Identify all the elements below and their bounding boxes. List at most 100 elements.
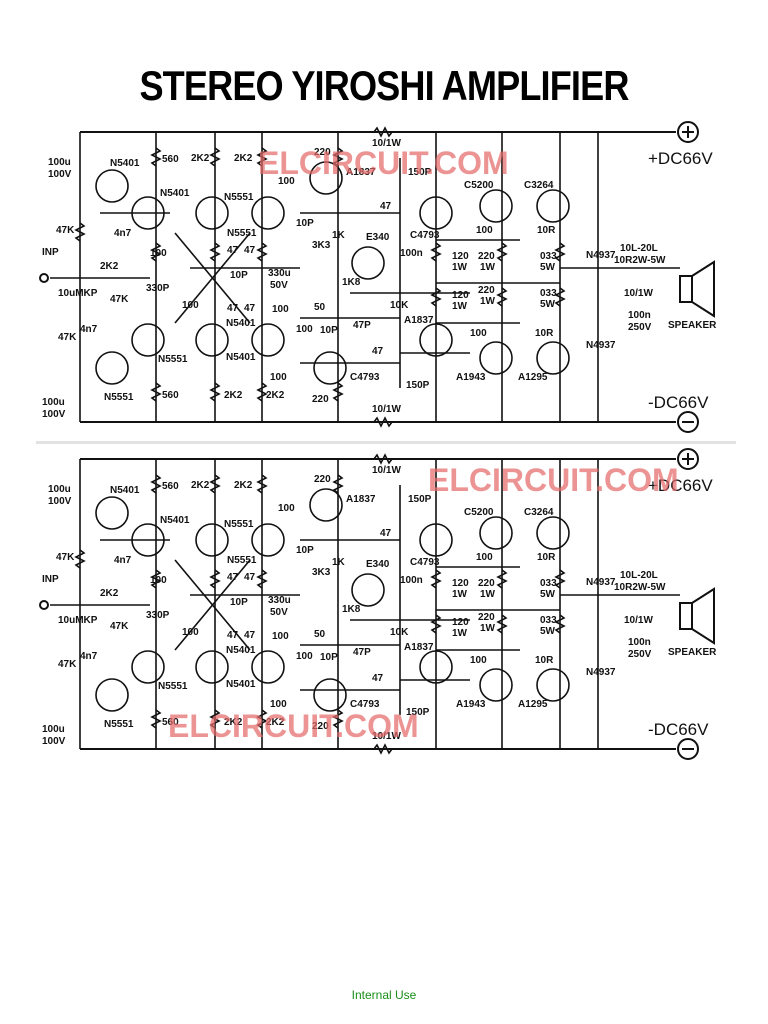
svg-text:C5200: C5200 [464,180,494,191]
svg-text:47: 47 [380,201,392,212]
svg-text:10P: 10P [296,545,314,556]
positive-terminal-icon [677,448,699,470]
svg-text:47K: 47K [58,659,77,670]
svg-text:330P: 330P [146,283,170,294]
svg-text:10/1W: 10/1W [372,404,401,415]
svg-text:100V: 100V [42,736,66,747]
svg-text:10/1W: 10/1W [372,731,401,742]
svg-text:50V: 50V [270,280,288,291]
speaker-icon [679,260,715,318]
svg-text:4n7: 4n7 [80,324,98,335]
svg-text:47P: 47P [353,647,371,658]
svg-text:N5551: N5551 [227,228,257,239]
svg-text:N4937: N4937 [586,340,616,351]
svg-text:330u: 330u [268,268,291,279]
svg-text:10R: 10R [535,655,554,666]
svg-text:A1837: A1837 [404,642,434,653]
svg-text:1W: 1W [452,262,468,273]
svg-text:N5401: N5401 [160,515,190,526]
svg-text:10R: 10R [535,328,554,339]
svg-text:2K2: 2K2 [191,480,210,491]
svg-text:10R: 10R [537,225,556,236]
svg-text:47: 47 [244,303,256,314]
svg-text:220: 220 [478,251,495,262]
svg-text:1W: 1W [452,589,468,600]
svg-text:2K2: 2K2 [191,153,210,164]
svg-text:150P: 150P [408,167,432,178]
svg-text:1W: 1W [480,623,496,634]
svg-text:10P: 10P [320,652,338,663]
svg-text:4n7: 4n7 [114,555,132,566]
svg-text:C3264: C3264 [524,180,554,191]
footer-label: Internal Use [351,988,417,1002]
svg-text:10R: 10R [537,552,556,563]
component-labels: 100u 100V N5401 560 N5401 2K2 2K2 N5551 … [42,465,717,747]
svg-text:100: 100 [296,324,313,335]
svg-text:100: 100 [182,627,199,638]
svg-text:50V: 50V [270,607,288,618]
svg-text:100: 100 [150,248,167,259]
svg-text:47: 47 [227,303,239,314]
svg-text:1K8: 1K8 [342,277,361,288]
svg-text:10R2W-5W: 10R2W-5W [614,255,666,266]
svg-text:560: 560 [162,481,179,492]
svg-text:N4937: N4937 [586,577,616,588]
svg-text:033: 033 [540,615,557,626]
svg-text:N5401: N5401 [160,188,190,199]
svg-text:E340: E340 [366,232,390,243]
svg-text:100V: 100V [48,496,72,507]
component-labels: 100u 100V N5401 560 N5401 2K2 2K2 N5551 … [42,138,717,420]
svg-text:1W: 1W [480,589,496,600]
svg-text:N5551: N5551 [158,681,188,692]
svg-text:250V: 250V [628,649,652,660]
svg-text:10R2W-5W: 10R2W-5W [614,582,666,593]
svg-text:C4793: C4793 [410,557,440,568]
svg-text:C4793: C4793 [350,372,380,383]
speaker-icon [679,587,715,645]
svg-text:-DC66V: -DC66V [648,720,709,739]
resistor-symbols [74,126,566,428]
amplifier-schematic-bottom: 100u 100V N5401 560 N5401 2K2 2K2 N5551 … [39,448,717,760]
svg-text:E340: E340 [366,559,390,570]
svg-text:A1837: A1837 [346,494,376,505]
svg-text:1W: 1W [452,301,468,312]
svg-text:100u: 100u [48,157,71,168]
svg-text:47: 47 [244,572,256,583]
svg-text:47: 47 [244,630,256,641]
positive-terminal-icon [677,121,699,143]
svg-text:100: 100 [476,552,493,563]
svg-text:10P: 10P [320,325,338,336]
svg-text:47: 47 [227,630,239,641]
wiring [50,121,699,433]
svg-text:C5200: C5200 [464,507,494,518]
svg-text:10P: 10P [230,270,248,281]
svg-text:220: 220 [478,612,495,623]
svg-text:100u: 100u [42,724,65,735]
svg-text:560: 560 [162,154,179,165]
svg-text:033: 033 [540,288,557,299]
svg-text:220: 220 [478,578,495,589]
svg-text:2K2: 2K2 [224,390,243,401]
svg-text:3K3: 3K3 [312,240,331,251]
svg-text:N5401: N5401 [226,352,256,363]
svg-text:10uMKP: 10uMKP [58,615,98,626]
svg-text:1W: 1W [480,296,496,307]
svg-text:100: 100 [150,575,167,586]
svg-text:N4937: N4937 [586,250,616,261]
svg-text:N5401: N5401 [226,679,256,690]
svg-text:N5401: N5401 [226,318,256,329]
svg-text:100: 100 [470,328,487,339]
svg-text:47: 47 [227,572,239,583]
svg-text:47K: 47K [110,621,129,632]
input-jack-icon [39,273,49,283]
svg-text:10L-20L: 10L-20L [620,570,658,581]
svg-text:330P: 330P [146,610,170,621]
svg-text:10/1W: 10/1W [372,138,401,149]
svg-text:4n7: 4n7 [114,228,132,239]
svg-text:560: 560 [162,717,179,728]
svg-text:A1295: A1295 [518,372,548,383]
svg-text:N5401: N5401 [226,645,256,656]
svg-text:100n: 100n [400,248,423,259]
svg-text:N5551: N5551 [227,555,257,566]
svg-text:N5401: N5401 [110,485,140,496]
